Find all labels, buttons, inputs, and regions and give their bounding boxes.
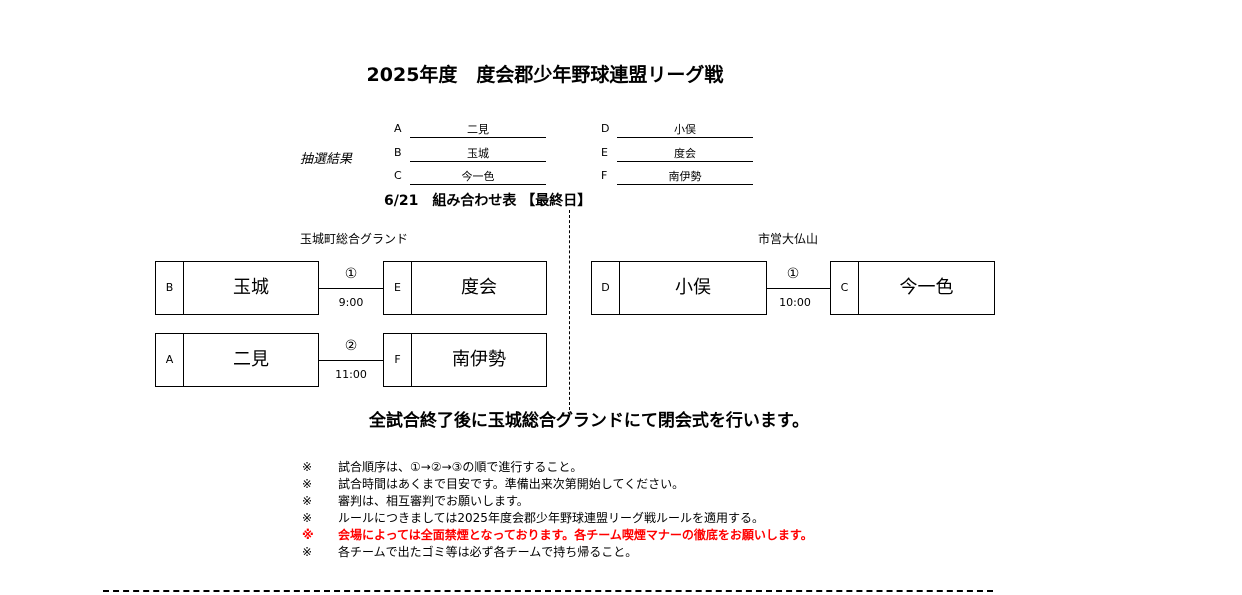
note-text: 各チームで出たゴミ等は必ず各チームで持ち帰ること。 [338, 545, 638, 559]
team-box-away: F 南伊勢 [383, 333, 547, 387]
draw-key: D [601, 122, 610, 135]
note-mark: ※ [302, 511, 313, 525]
note-text: ルールにつきましては2025年度会郡少年野球連盟リーグ戦ルールを適用する。 [338, 511, 764, 525]
draw-key: F [601, 169, 608, 182]
note-mark: ※ [302, 528, 314, 542]
draw-entry-c: C 今一色 [394, 167, 554, 189]
cut-line [103, 590, 993, 592]
draw-team: 南伊勢 [617, 169, 753, 185]
match-connector [319, 288, 383, 289]
team-box-home: D 小俣 [591, 261, 767, 315]
team-name: 二見 [233, 349, 269, 370]
team-box-home: A 二見 [155, 333, 319, 387]
match-number: ① [786, 266, 800, 282]
note-item: ※ 各チームで出たゴミ等は必ず各チームで持ち帰ること。 [302, 544, 813, 561]
match-connector [767, 288, 830, 289]
draw-results-label: 抽選結果 [300, 152, 353, 167]
note-mark: ※ [302, 460, 313, 474]
team-name: 玉城 [233, 277, 269, 298]
note-text: 審判は、相互審判でお願いします。 [338, 494, 529, 508]
note-text: 試合順序は、①→②→③の順で進行すること。 [338, 460, 583, 474]
venue-name-daibutsuyama: 市営大仏山 [758, 232, 819, 246]
note-mark: ※ [302, 545, 313, 559]
draw-entry-d: D 小俣 [601, 120, 761, 142]
note-mark: ※ [302, 494, 313, 508]
note-text: 会場によっては全面禁煙となっております。各チーム喫煙マナーの徹底をお願いします。 [338, 528, 813, 542]
team-key: A [156, 334, 184, 386]
team-name: 今一色 [899, 277, 954, 298]
note-item: ※ 試合時間はあくまで目安です。準備出来次第開始してください。 [302, 476, 813, 493]
team-key: F [384, 334, 412, 386]
match-time: 10:00 [779, 296, 811, 309]
team-name: 度会 [461, 277, 497, 298]
note-item: ※ 審判は、相互審判でお願いします。 [302, 493, 813, 510]
venue-divider [569, 210, 570, 410]
note-item: ※ ルールにつきましては2025年度会郡少年野球連盟リーグ戦ルールを適用する。 [302, 510, 813, 527]
note-mark: ※ [302, 477, 313, 491]
page-title: 2025年度 度会郡少年野球連盟リーグ戦 [366, 64, 724, 86]
team-key: C [831, 262, 859, 314]
team-key: E [384, 262, 412, 314]
match-connector [319, 360, 383, 361]
note-item-emphasis: ※ 会場によっては全面禁煙となっております。各チーム喫煙マナーの徹底をお願いします… [302, 527, 813, 544]
team-box-home: B 玉城 [155, 261, 319, 315]
team-key: D [592, 262, 620, 314]
team-box-away: E 度会 [383, 261, 547, 315]
draw-key: E [601, 146, 608, 159]
draw-team: 今一色 [410, 169, 546, 185]
draw-team: 小俣 [617, 122, 753, 138]
match-number: ① [344, 266, 358, 282]
match-number: ② [344, 338, 358, 354]
match-time: 9:00 [338, 296, 364, 309]
team-box-away: C 今一色 [830, 261, 995, 315]
draw-entry-b: B 玉城 [394, 144, 554, 166]
draw-key: B [394, 146, 402, 159]
draw-team: 度会 [617, 146, 753, 162]
draw-team: 玉城 [410, 146, 546, 162]
draw-key: C [394, 169, 402, 182]
closing-ceremony-notice: 全試合終了後に玉城総合グランドにて閉会式を行います。 [368, 411, 810, 431]
draw-entry-f: F 南伊勢 [601, 167, 761, 189]
notes-list: ※ 試合順序は、①→②→③の順で進行すること。 ※ 試合時間はあくまで目安です。準備… [302, 459, 813, 561]
team-key: B [156, 262, 184, 314]
team-name: 小俣 [675, 277, 711, 298]
match-time: 11:00 [335, 368, 367, 381]
venue-name-tamaki: 玉城町総合グランド [300, 232, 409, 246]
draw-entry-e: E 度会 [601, 144, 761, 166]
draw-team: 二見 [410, 122, 546, 138]
team-name: 南伊勢 [452, 349, 506, 370]
schedule-subtitle: 6/21 組み合わせ表 【最終日】 [384, 193, 592, 209]
draw-key: A [394, 122, 402, 135]
draw-entry-a: A 二見 [394, 120, 554, 142]
note-text: 試合時間はあくまで目安です。準備出来次第開始してください。 [338, 477, 685, 491]
note-item: ※ 試合順序は、①→②→③の順で進行すること。 [302, 459, 813, 476]
